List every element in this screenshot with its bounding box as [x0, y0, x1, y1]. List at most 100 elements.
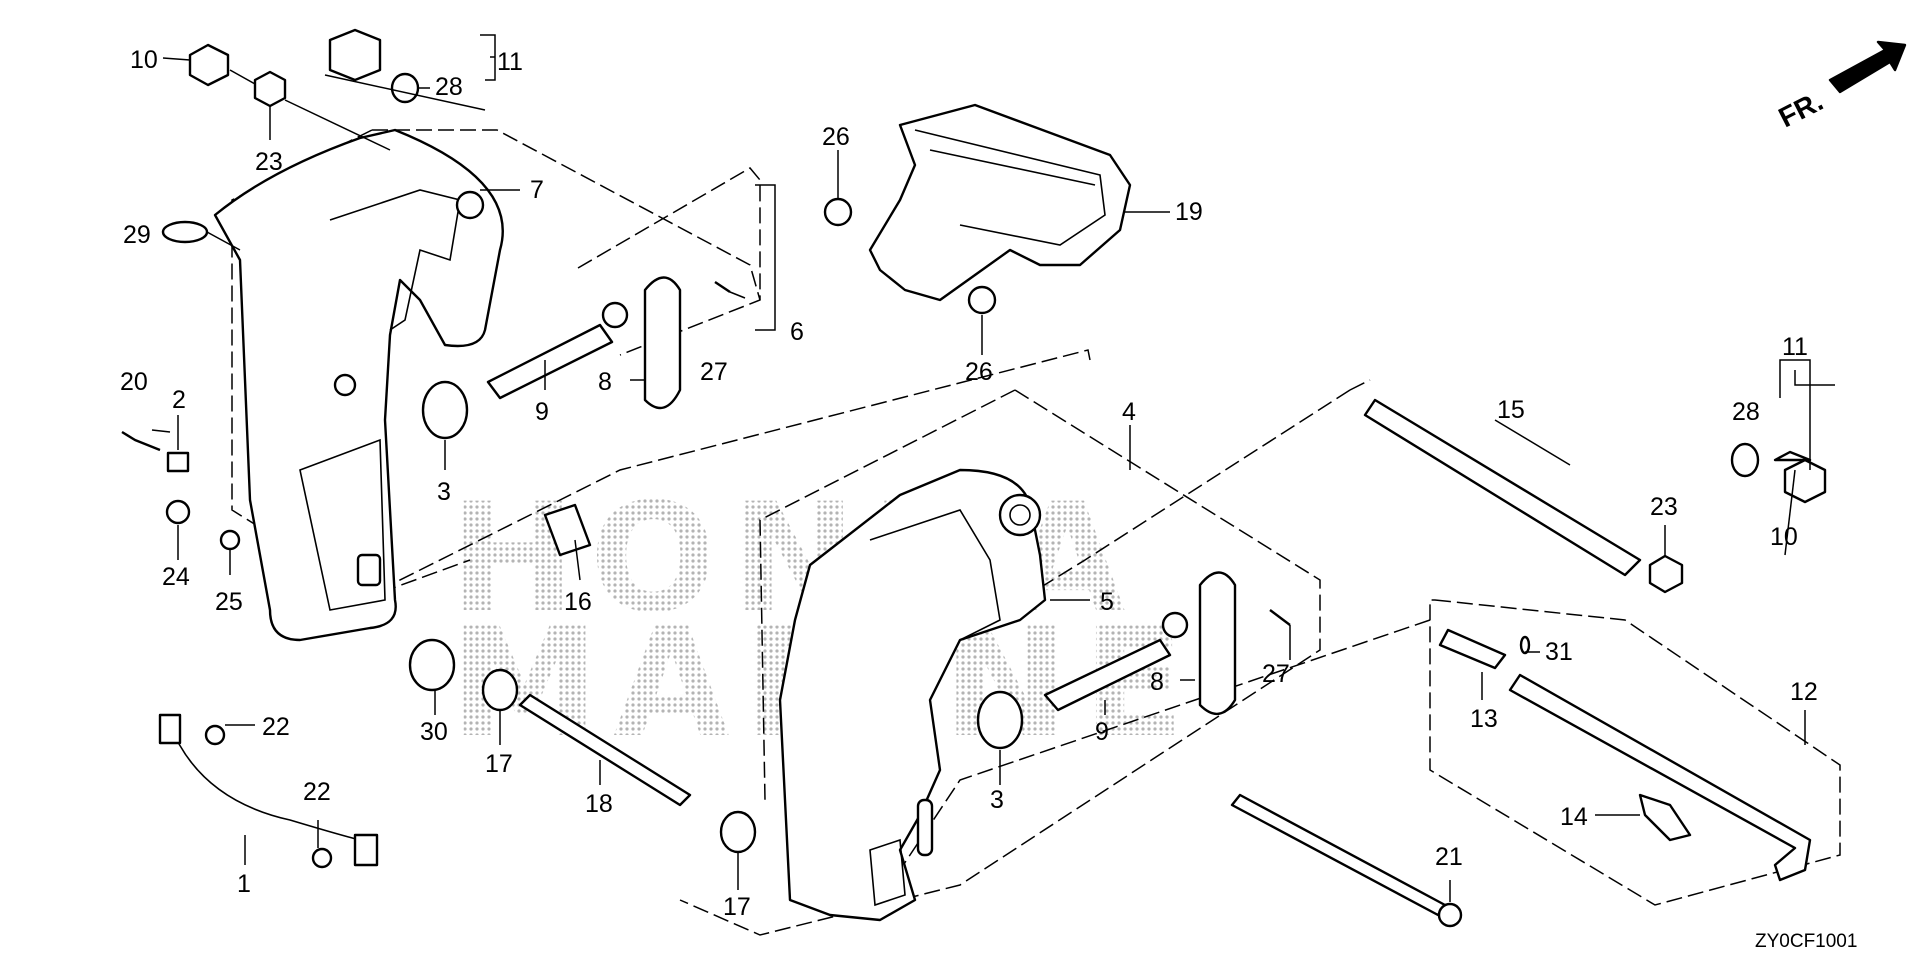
nut-23-left [253, 70, 287, 108]
bolt-20 [121, 430, 161, 452]
cap-11-top [328, 28, 382, 82]
bracket-6 [755, 184, 776, 331]
callout-16: 16 [564, 588, 592, 616]
grip-handle-inner [914, 129, 1106, 246]
stern-bracket-right-body [778, 468, 1047, 922]
washer-3-upper [421, 380, 469, 440]
front-arrow-icon [1828, 40, 1907, 94]
callout-13: 13 [1470, 705, 1498, 733]
leader-10-23 [229, 69, 256, 85]
stern-bracket-left [213, 128, 504, 642]
callout-17-lower: 17 [723, 893, 751, 921]
pin-31 [1519, 635, 1531, 655]
callout-27-upper: 27 [700, 358, 728, 386]
bracket-11-top [480, 34, 496, 81]
callout-28-top: 28 [435, 73, 463, 101]
grip-handle-edge [929, 149, 1096, 186]
callout-8-lower: 8 [1150, 668, 1164, 696]
bolt-set-outline [577, 167, 761, 356]
stern-bracket-left-body [213, 128, 504, 642]
callout-5: 5 [1100, 588, 1114, 616]
nut-23-right [1648, 554, 1684, 594]
callout-14: 14 [1560, 803, 1588, 831]
stern-bracket-right-slot [916, 798, 934, 857]
bushing-17-upper [481, 668, 519, 712]
callout-10-right: 10 [1770, 523, 1798, 551]
callout-9-upper: 9 [535, 398, 549, 426]
leader-16 [574, 539, 581, 581]
stern-bracket-right-rib [869, 509, 1001, 641]
callout-19: 19 [1175, 198, 1203, 226]
bolt-27-lower [1269, 609, 1291, 626]
callout-26-upper: 26 [822, 123, 850, 151]
tilt-lever-rod [1508, 673, 1812, 882]
leader-20 [151, 429, 171, 433]
washer-3-lower [976, 690, 1024, 750]
callout-31: 31 [1545, 638, 1573, 666]
bushing-30 [408, 638, 456, 692]
callout-11-right: 11 [1782, 333, 1808, 361]
stern-bracket-left-panel [299, 438, 386, 611]
adjust-screw-lower [1043, 638, 1172, 712]
leader-lines [151, 34, 1835, 902]
screw-22-lower [311, 847, 333, 869]
leader-11-top-line [324, 74, 486, 111]
shaft-outline [359, 349, 1091, 601]
callout-22-lower: 22 [303, 778, 331, 806]
callout-12: 12 [1790, 678, 1818, 706]
callout-6: 6 [790, 318, 804, 346]
bushing-16 [543, 503, 592, 557]
ground-cable-terminal-2 [353, 833, 379, 867]
callout-10-left: 10 [130, 46, 158, 74]
spring-14 [1638, 793, 1692, 842]
stern-bracket-left-hole [455, 190, 485, 220]
bushing-17-lower [719, 810, 757, 854]
callout-23-right: 23 [1650, 493, 1678, 521]
link-plate-upper [643, 276, 682, 410]
leader-15 [1494, 419, 1571, 466]
ground-cable-terminal-1 [158, 713, 182, 745]
stern-bracket-right-hole [1009, 504, 1031, 526]
bolt-21-head [1437, 902, 1463, 928]
stern-bracket-right [778, 468, 1047, 922]
hardware [121, 28, 1827, 928]
stern-bracket-right-boss [998, 493, 1042, 537]
callout-29: 29 [123, 221, 151, 249]
cap-11-right-top [1773, 450, 1812, 462]
callout-17-upper: 17 [485, 750, 513, 778]
clamp-29 [161, 220, 209, 244]
bolt-21 [1230, 793, 1447, 917]
leader-10-right [1784, 469, 1796, 556]
front-direction-indicator: FR. [1774, 40, 1907, 133]
callout-7: 7 [530, 176, 544, 204]
link-plate-lower [1198, 571, 1237, 715]
nut-24 [165, 499, 191, 525]
callout-4: 4 [1122, 398, 1136, 426]
leader-11-right [1794, 370, 1835, 386]
callout-3-upper: 3 [437, 478, 451, 506]
adjust-screw-upper-eye [601, 301, 629, 329]
callout-9-lower: 9 [1095, 718, 1109, 746]
adjust-screw-upper [486, 323, 614, 400]
diagram-code: ZY0CF1001 [1755, 931, 1857, 952]
adjust-screw-lower-eye [1161, 611, 1189, 639]
callout-24: 24 [162, 563, 190, 591]
callout-21: 21 [1435, 843, 1463, 871]
bracket-right-outline-2 [759, 389, 1016, 801]
ring-28-top [390, 72, 420, 104]
stern-bracket-left-slot [356, 553, 382, 587]
nut-10-right [1783, 458, 1827, 504]
callout-25: 25 [215, 588, 243, 616]
callout-27-lower: 27 [1262, 660, 1290, 688]
callout-28-right: 28 [1732, 398, 1760, 426]
stern-bracket-left-hole-2 [333, 373, 357, 397]
callout-20: 20 [120, 368, 148, 396]
callout-22-right: 22 [262, 713, 290, 741]
callout-8-upper: 8 [598, 368, 612, 396]
callout-15: 15 [1497, 396, 1525, 424]
bracket-11-right [1779, 359, 1811, 470]
washer-26-upper [823, 197, 853, 227]
callout-3-lower: 3 [990, 786, 1004, 814]
callout-30: 30 [420, 718, 448, 746]
washer-26-lower [967, 285, 997, 315]
